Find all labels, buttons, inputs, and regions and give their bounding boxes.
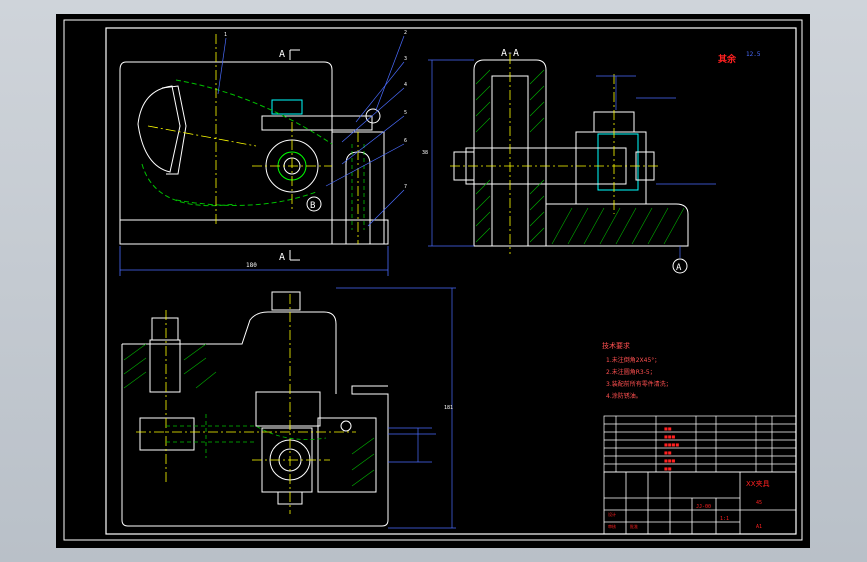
- drawing-border-outer: [63, 19, 803, 541]
- section-arrow-top: [289, 49, 300, 60]
- svg-text:3: 3: [404, 56, 407, 62]
- svg-text:4: 4: [404, 82, 407, 88]
- svg-text:■■: ■■: [664, 450, 672, 455]
- roughness-label: 其余: [718, 53, 737, 65]
- section-hatching: [475, 69, 685, 245]
- title-block-drawing-no: JJ-00: [696, 504, 711, 510]
- detail-marker-circle: [306, 196, 322, 212]
- plan-height-value: 181: [444, 405, 453, 411]
- svg-text:7: 7: [404, 184, 407, 190]
- roughness-value: 12.5: [746, 51, 761, 58]
- title-block: [603, 471, 797, 535]
- tech-req-item: 4.涂防锈油。: [606, 392, 642, 400]
- section-arrow-bottom: [289, 250, 300, 261]
- leader-lines: [217, 35, 405, 227]
- leader-numbers: 1 2 3 4 5 6 7: [224, 30, 407, 190]
- svg-text:5: 5: [404, 110, 407, 116]
- fixture-assembly-drawing: A A B 180 1 2 3 4 5 6 7 A-A: [63, 19, 803, 541]
- svg-text:■■■: ■■■: [664, 434, 676, 439]
- svg-text:■■■: ■■■: [664, 458, 676, 463]
- svg-text:2: 2: [404, 30, 407, 36]
- datum-marker-circle: [672, 258, 688, 274]
- front-view-centerlines: [147, 34, 359, 244]
- parts-list-text: ■■■■■ ■■■■■■ ■■■■■: [664, 426, 679, 471]
- section-height-value: 38: [422, 150, 428, 156]
- title-block-scale: 1:1: [720, 516, 729, 522]
- tech-req-item: 2.未注圆角R3-5；: [606, 368, 656, 376]
- front-view-hidden-lines: [351, 144, 365, 230]
- section-label-top: A: [279, 49, 285, 60]
- plan-view-centerlines: [136, 294, 356, 514]
- tech-requirements-title: 技术要求: [602, 341, 630, 350]
- detail-marker-label: B: [310, 201, 315, 211]
- svg-text:■■■■: ■■■■: [664, 442, 679, 447]
- title-block-designer: 设计: [608, 511, 616, 517]
- tech-req-item: 3.装配前所有零件清洗；: [606, 380, 672, 388]
- plan-view: [121, 291, 389, 527]
- section-centerlines: [450, 54, 660, 254]
- tech-requirements-list: 1.未注倒角2X45°； 2.未注圆角R3-5； 3.装配前所有零件清洗； 4.…: [606, 356, 672, 400]
- svg-text:6: 6: [404, 138, 407, 144]
- section-view-title: A-A: [501, 48, 519, 59]
- svg-text:1: 1: [224, 32, 227, 38]
- plan-view-hidden-lines: [166, 414, 327, 458]
- section-label-bottom: A: [279, 252, 285, 263]
- cad-drawing-canvas: A A B 180 1 2 3 4 5 6 7 A-A: [56, 14, 810, 548]
- svg-text:■■: ■■: [664, 466, 672, 471]
- drawing-border-inner: [105, 27, 797, 535]
- title-block-checker: 审核: [608, 523, 616, 529]
- title-block-name: XX夹具: [746, 479, 770, 488]
- section-view: [453, 59, 689, 247]
- front-width-value: 180: [246, 262, 257, 269]
- front-width-dimension: [119, 246, 389, 276]
- title-block-approver: 批准: [630, 523, 638, 529]
- parts-list: [603, 415, 797, 473]
- svg-text:■■: ■■: [664, 426, 672, 431]
- title-block-sheet: A1: [756, 524, 762, 530]
- section-dimensions: [428, 59, 716, 258]
- front-view: [119, 61, 389, 245]
- plan-view-hatching: [123, 343, 375, 487]
- plan-view-dimensions: [336, 287, 456, 529]
- title-block-material: 45: [756, 500, 762, 506]
- tech-req-item: 1.未注倒角2X45°；: [606, 356, 660, 364]
- datum-marker-label: A: [676, 263, 682, 273]
